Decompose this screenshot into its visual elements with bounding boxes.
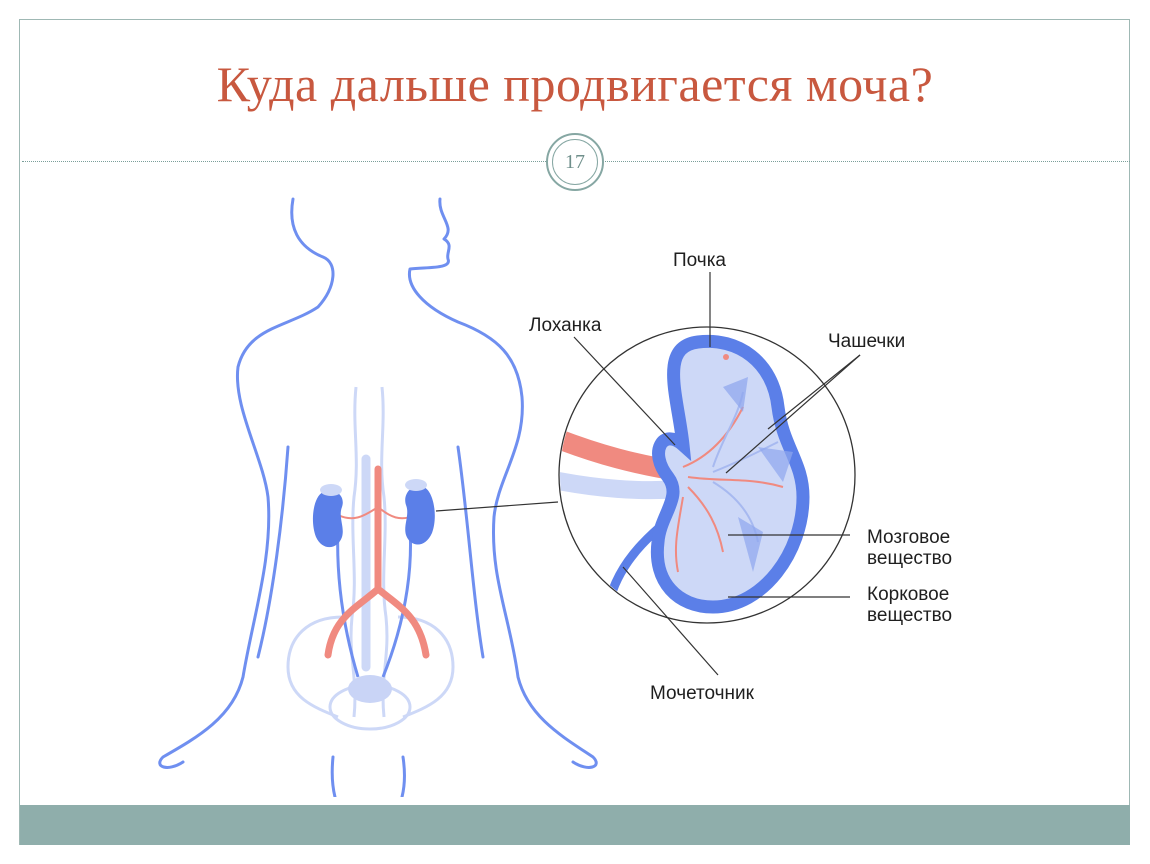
label-medulla-line1: Мозговое (867, 527, 951, 548)
label-cortex-line2: вещество (867, 605, 953, 626)
page-number-badge: 17 (546, 133, 604, 191)
urinary-system-figure: Почка Лоханка Чашечки Мозговое вещество … (138, 197, 991, 797)
title-divider-right (605, 161, 1130, 162)
label-pelvis: Лоханка (529, 315, 602, 336)
label-calyces: Чашечки (828, 331, 906, 352)
magnified-kidney-view (558, 326, 856, 624)
label-cortex-line1: Корковое (867, 584, 950, 605)
slide-title: Куда дальше продвигается моча? (216, 56, 934, 112)
page-number: 17 (552, 139, 598, 185)
bladder (348, 675, 392, 703)
adrenal-glands (320, 479, 427, 496)
body-kidneys (312, 485, 435, 548)
body-outline (158, 197, 598, 797)
title-divider-left (22, 161, 546, 162)
label-medulla-line2: вещество (867, 548, 953, 569)
bottom-bar (20, 805, 1130, 845)
label-kidney: Почка (673, 250, 727, 271)
spine-and-pelvis (286, 386, 455, 731)
ureters (336, 526, 412, 678)
figure-drawing (158, 197, 861, 797)
magnify-pointer-line (435, 501, 559, 512)
label-leader-lines (573, 272, 861, 676)
label-ureter: Мочеточник (650, 683, 754, 704)
